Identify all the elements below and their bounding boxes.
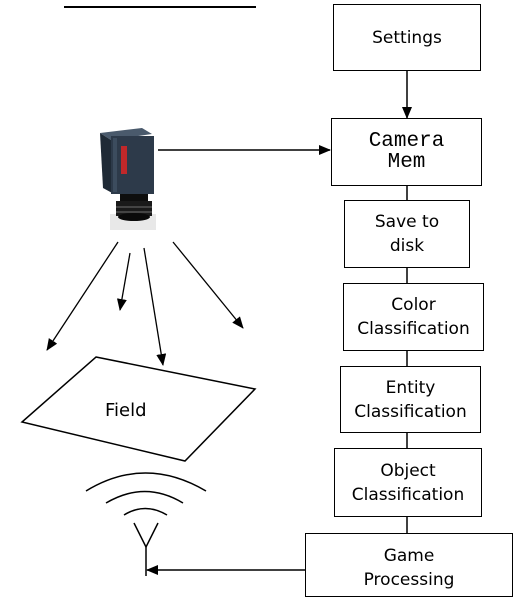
entity-classification-label-line-2: Classification	[354, 401, 467, 422]
camera-mem-box: Camera Mem	[331, 118, 482, 186]
camera-icon	[100, 128, 156, 230]
radio-wave-inner	[123, 507, 168, 516]
settings-label: Settings	[372, 27, 442, 48]
field-label: Field	[105, 400, 147, 421]
save-to-disk-label-line-2: disk	[389, 236, 425, 256]
game-processing-label-line-2: Processing	[363, 570, 455, 590]
radio-wave-middle	[105, 490, 184, 504]
camera-ray-1	[46, 241, 119, 351]
radio-wave-outer	[85, 472, 207, 492]
save-to-disk-label-line-1: Save to	[374, 212, 440, 232]
camera-ray-3	[143, 247, 167, 366]
camera-ray-2	[116, 252, 131, 311]
entity-classification-label-line-1: Entity	[385, 377, 436, 398]
object-classification-label-line-1: Object	[380, 460, 436, 481]
entity-classification-box: Entity Classification	[340, 366, 481, 433]
color-classification-box: Color Classification	[343, 283, 484, 351]
game-processing-label-line-1: Game	[383, 546, 435, 566]
camera-mem-label-line-2: Mem	[387, 151, 426, 174]
field-shape	[20, 356, 257, 462]
camera-brand-badge	[121, 146, 127, 174]
camera-mem-label-line-1: Camera	[368, 130, 445, 153]
save-to-disk-box: Save to disk	[344, 200, 470, 268]
color-classification-label-line-1: Color	[391, 295, 436, 315]
object-classification-label-line-2: Classification	[351, 484, 465, 505]
camera-ray-4	[172, 241, 244, 329]
settings-box: Settings	[333, 4, 481, 71]
antenna-icon	[133, 522, 159, 576]
color-classification-label-line-2: Classification	[357, 319, 470, 339]
game-processing-box: Game Processing	[305, 533, 513, 597]
object-classification-box: Object Classification	[334, 448, 482, 517]
